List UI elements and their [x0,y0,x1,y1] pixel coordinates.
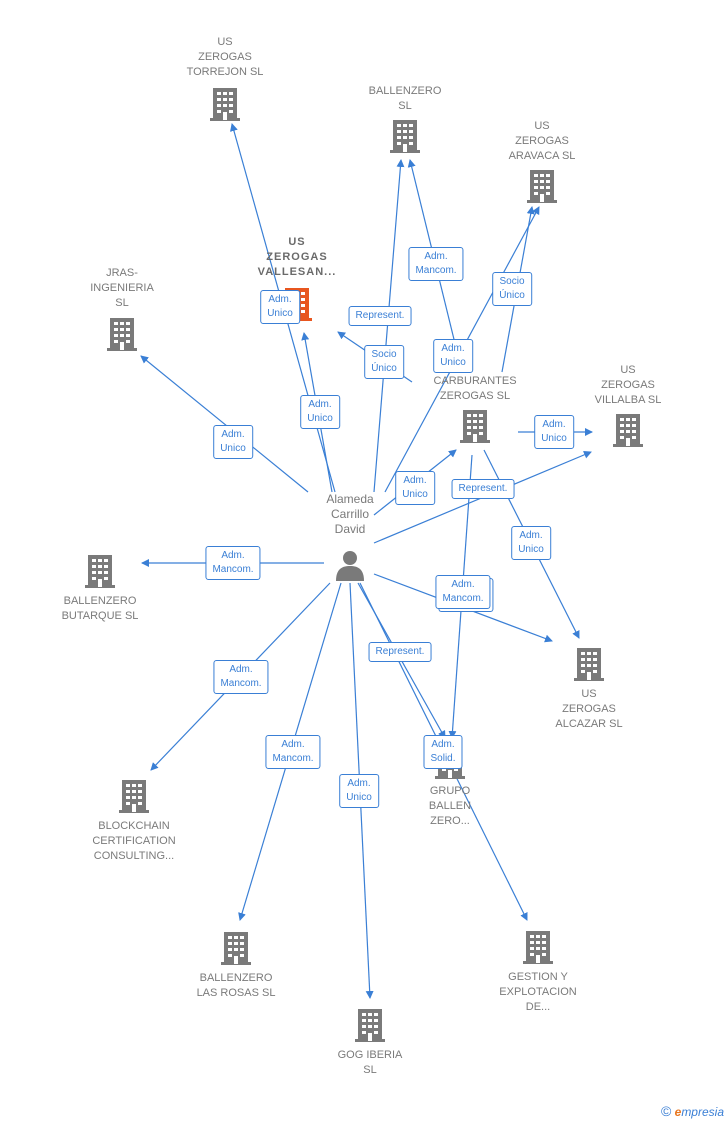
person-icon [336,551,364,581]
company-label[interactable]: BLOCKCHAIN CERTIFICATION CONSULTING... [92,820,176,862]
footer-brand: © empresia [661,1103,724,1119]
company-label[interactable]: GRUPO BALLEN ZERO... [428,785,472,827]
building-icon [387,118,423,154]
relation-label[interactable]: Adm. Unico [300,395,340,429]
relation-label[interactable]: Adm. Unico [511,526,551,560]
relation-label[interactable]: Adm. Unico [534,415,574,449]
relation-label[interactable]: Socio Único [492,272,532,306]
company-label[interactable]: JRAS- INGENIERIA SL [90,267,154,309]
relation-label[interactable]: Adm. Mancom. [205,546,261,580]
relation-label[interactable]: Adm. Unico [213,425,253,459]
company-label[interactable]: BALLENZERO SL [368,85,442,112]
relation-label[interactable]: Adm. Unico [339,774,379,808]
company-label[interactable]: BALLENZERO LAS ROSAS SL [196,972,276,999]
company-label[interactable]: GOG IBERIA SL [337,1049,403,1076]
relation-label[interactable]: Adm. Mancom. [408,247,464,281]
company-label[interactable]: US ZEROGAS VALLESAN... [257,236,337,278]
company-label[interactable]: US ZEROGAS VILLALBA SL [594,364,662,406]
relation-label[interactable]: Adm. Unico [433,339,473,373]
copyright-symbol: © [660,1103,672,1119]
relation-label[interactable]: Represent. [348,306,412,326]
company-label[interactable]: US ZEROGAS ARAVACA SL [508,120,576,162]
relation-label[interactable]: Adm. Solid. [423,735,463,769]
building-icon [104,316,140,352]
building-icon [116,778,152,814]
building-icon [352,1007,388,1043]
building-icon [524,168,560,204]
building-icon [571,646,607,682]
edge-line [140,355,309,493]
relation-label[interactable]: Adm. Mancom. [435,575,491,609]
company-label[interactable]: US ZEROGAS TORREJON SL [186,36,264,78]
building-icon [520,929,556,965]
company-label[interactable]: GESTION Y EXPLOTACION DE... [499,971,577,1013]
relation-label[interactable]: Adm. Mancom. [265,735,321,769]
relation-label[interactable]: Adm. Unico [395,471,435,505]
edge-line [373,159,405,493]
company-label[interactable]: BALLENZERO BUTARQUE SL [61,595,139,622]
company-label[interactable]: CARBURANTES ZEROGAS SL [433,375,517,402]
brand-name: mpresia [681,1105,724,1119]
building-icon [457,408,493,444]
brand-initial: e [674,1105,682,1119]
company-label[interactable]: US ZEROGAS ALCAZAR SL [555,688,623,730]
relation-label[interactable]: Socio Único [364,345,404,379]
person-name: Alameda Carrillo David [326,492,374,536]
building-icon [207,86,243,122]
relation-label[interactable]: Adm. Unico [260,290,300,324]
relation-label[interactable]: Represent. [451,479,515,499]
relation-label[interactable]: Represent. [368,642,432,662]
building-icon [82,553,118,589]
building-icon [610,412,646,448]
relation-label[interactable]: Adm. Mancom. [213,660,269,694]
building-icon [218,930,254,966]
